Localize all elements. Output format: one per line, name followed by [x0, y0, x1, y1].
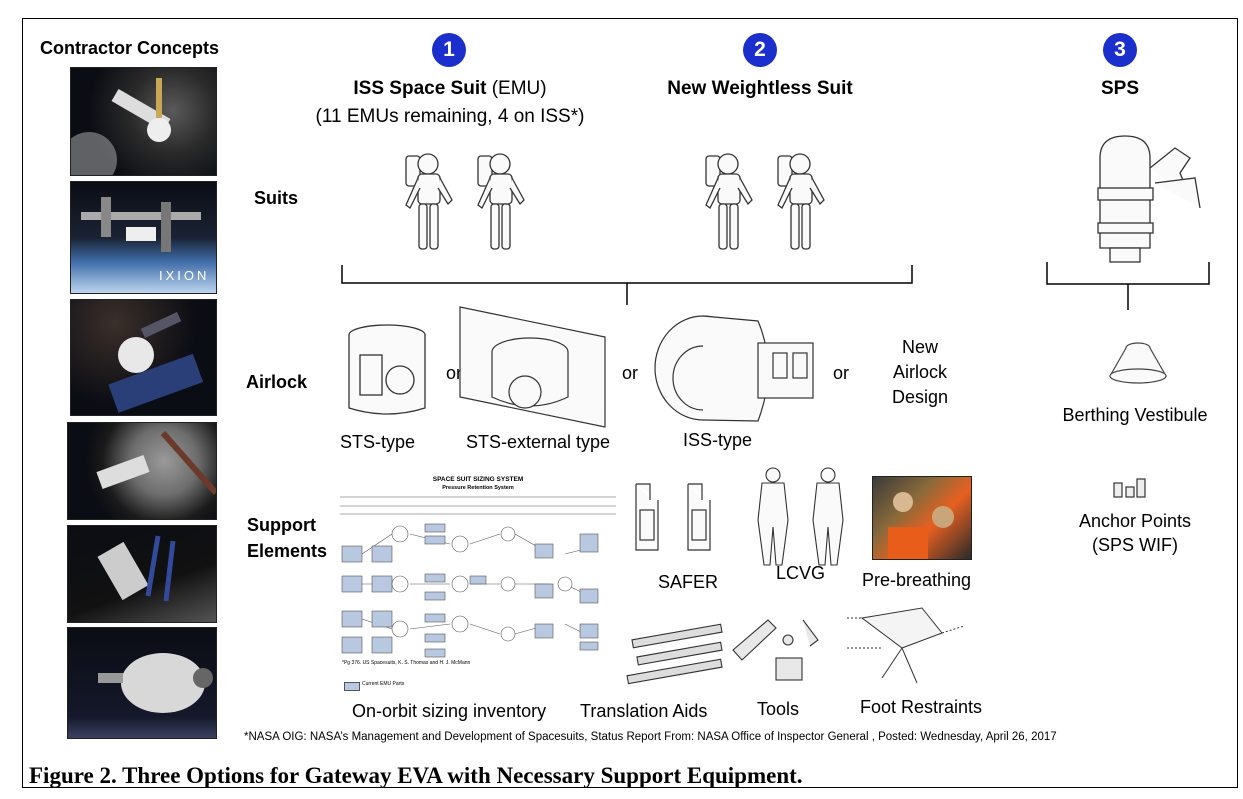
new-airlock-design-2: Airlock	[892, 362, 947, 382]
anchor-points-label-2: (SPS WIF)	[1092, 535, 1178, 555]
gateway-concept-image-2: IXION	[70, 181, 217, 294]
lcvg-drawing	[757, 467, 844, 566]
option-1-title-bold: ISS Space Suit	[353, 78, 487, 99]
airlock-or-2: or	[622, 363, 639, 383]
anchor-points-drawing	[1113, 478, 1146, 498]
translation-aids-label: Translation Aids	[580, 701, 708, 721]
prebreathing-photo	[872, 476, 972, 560]
sps-bracket	[1046, 262, 1210, 310]
airlock-iss-type-label: ISS-type	[683, 430, 753, 450]
anchor-points-label-1: Anchor Points	[1078, 511, 1192, 531]
foot-restraints-label: Foot Restraints	[860, 697, 983, 717]
sts-external-airlock-drawing	[459, 306, 606, 428]
airlock-or-1: or	[446, 363, 463, 383]
figure-frame	[22, 18, 1238, 788]
safer-drawing	[635, 483, 711, 551]
sps-suit-drawing	[1097, 135, 1201, 263]
airlock-sts-type-label: STS-type	[340, 432, 416, 452]
sizing-chart-title: SPACE SUIT SIZING SYSTEM	[432, 476, 524, 483]
emu-suit-2	[477, 153, 525, 250]
source-note: *NASA OIG: NASA’s Management and Develop…	[244, 731, 1057, 743]
row-label-support-2: Elements	[247, 541, 328, 561]
sizing-chart-legend-label: Current EMU Parts	[362, 681, 405, 687]
prebreathing-label: Pre-breathing	[862, 570, 972, 590]
gateway-concept-image-4	[67, 422, 217, 520]
emu-suit-1	[405, 153, 453, 250]
contractor-concepts-title: Contractor Concepts	[40, 38, 220, 58]
airlock-or-3: or	[833, 363, 850, 383]
figure-caption: Figure 2. Three Options for Gateway EVA …	[29, 763, 803, 788]
sizing-chart-tree	[340, 496, 616, 658]
sizing-chart-footnote: *Pg 376. US Spacesuits, K. S. Thomas and…	[342, 660, 471, 666]
tools-label: Tools	[757, 699, 800, 719]
row-label-airlock: Airlock	[246, 372, 308, 392]
berthing-vestibule-drawing	[1109, 342, 1167, 384]
row-label-support-1: Support	[247, 515, 316, 535]
sizing-chart-legend-swatch	[344, 682, 360, 691]
new-airlock-design-3: Design	[891, 387, 949, 407]
gateway-concept-image-6	[67, 627, 217, 739]
gateway-concept-image-3	[70, 299, 217, 416]
option-1-title-normal: (EMU)	[486, 78, 547, 99]
option-2-badge: 2	[743, 33, 777, 67]
suits-bracket	[341, 265, 913, 305]
berthing-vestibule-label: Berthing Vestibule	[1062, 405, 1208, 425]
option-1-title: ISS Space Suit (EMU)	[290, 78, 610, 100]
new-suit-1	[705, 153, 753, 250]
lcvg-label: LCVG	[776, 563, 826, 583]
airlock-sts-external-label: STS-external type	[466, 432, 611, 452]
new-suit-2	[777, 153, 825, 250]
new-airlock-design-1: New	[901, 337, 938, 357]
ixion-label: IXION	[159, 268, 210, 283]
gateway-concept-image-5	[67, 525, 217, 623]
tools-drawing	[732, 619, 819, 681]
option-3-title: SPS	[1100, 78, 1140, 99]
safer-label: SAFER	[658, 572, 719, 592]
sts-airlock-drawing	[348, 324, 426, 415]
option-3-badge: 3	[1103, 33, 1137, 67]
option-2-title: New Weightless Suit	[667, 78, 853, 99]
sizing-inventory-caption: On-orbit sizing inventory	[352, 701, 547, 721]
row-label-suits: Suits	[254, 188, 299, 208]
sizing-chart: SPACE SUIT SIZING SYSTEM Pressure Retent…	[340, 476, 616, 691]
option-1-subtitle: (11 EMUs remaining, 4 on ISS*)	[315, 106, 585, 127]
sizing-chart-subtitle: Pressure Retention System	[442, 485, 514, 491]
translation-aids-drawing	[626, 623, 723, 685]
gateway-concept-image-1	[70, 67, 217, 176]
iss-airlock-drawing	[654, 315, 814, 422]
foot-restraints-drawing	[847, 607, 965, 684]
option-1-badge: 1	[432, 33, 466, 67]
